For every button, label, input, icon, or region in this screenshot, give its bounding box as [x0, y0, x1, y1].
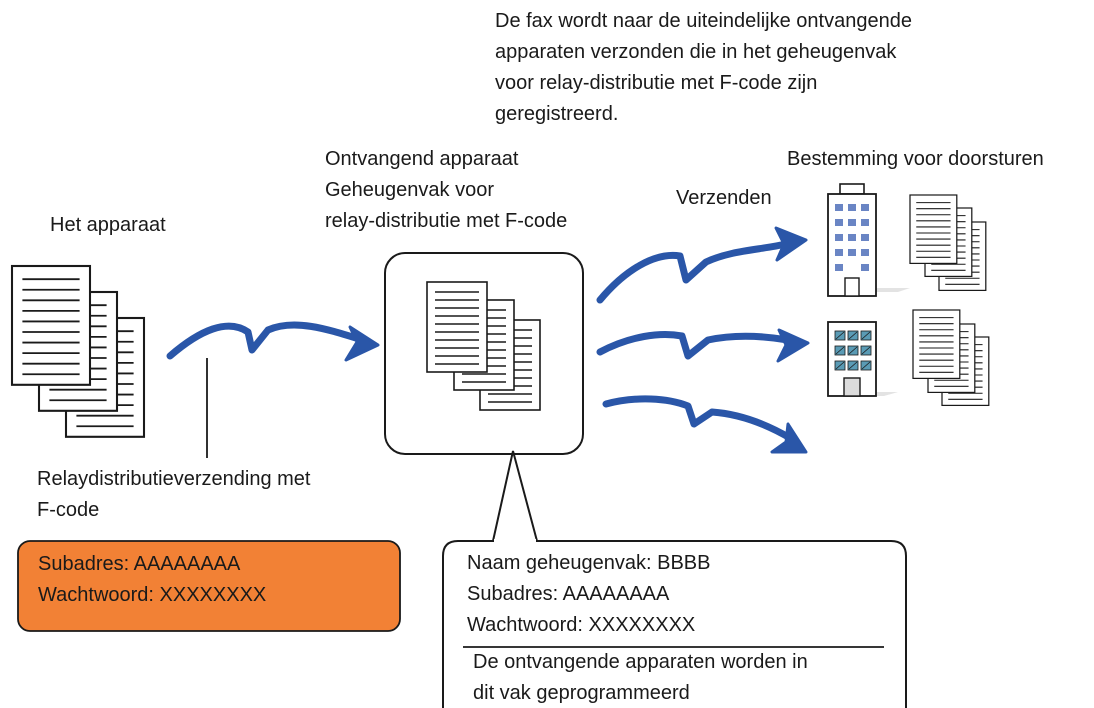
top-note-line-4: geregistreerd.	[495, 103, 619, 125]
orange-info-box	[17, 540, 401, 632]
callout-note: De ontvangende apparaten worden in dit v…	[473, 647, 808, 708]
office-building-icon	[827, 183, 910, 297]
callout-note-line-2: dit vak geprogrammeerd	[473, 682, 690, 704]
original-document-stack-icon	[10, 264, 146, 438]
destination-2-document-stack-icon	[912, 309, 990, 407]
relay-sending-label: Relaydistributieverzending met F-code	[37, 464, 310, 526]
top-note: De fax wordt naar de uiteindelijke ontva…	[495, 6, 912, 130]
callout-pointer	[492, 450, 538, 542]
send-label: Verzenden	[676, 187, 772, 209]
receiving-device-line-1: Ontvangend apparaat	[325, 148, 519, 170]
destination-label: Bestemming voor doorsturen	[787, 148, 1044, 170]
relay-sending-line-1: Relaydistributieverzending met	[37, 468, 311, 490]
arrow-to-destination-1	[596, 226, 808, 304]
orange-box-subaddress: Subadres: AAAAAAAA	[38, 553, 241, 575]
callout-password: Wachtwoord: XXXXXXXX	[467, 614, 696, 636]
top-note-line-3: voor relay-distributie met F-code zijn	[495, 72, 818, 94]
receiving-device-line-3: relay-distributie met F-code	[325, 210, 568, 232]
receiving-device-label: Ontvangend apparaat Geheugenvak voor rel…	[325, 144, 567, 237]
relay-sending-line-2: F-code	[37, 499, 100, 521]
orange-box-text: Subadres: AAAAAAAA Wachtwoord: XXXXXXXX	[38, 549, 266, 611]
arrow-to-memory-box	[166, 321, 380, 362]
callout-subaddress: Subadres: AAAAAAAA	[467, 583, 670, 605]
arrow-to-destination-3	[602, 395, 808, 454]
this-device-label: Het apparaat	[50, 214, 166, 236]
callout-box-frame	[442, 540, 907, 708]
callout-fields: Naam geheugenvak: BBBB Subadres: AAAAAAA…	[467, 548, 711, 641]
destination-1-document-stack-icon	[909, 194, 987, 292]
top-note-line-1: De fax wordt naar de uiteindelijke ontva…	[495, 10, 912, 32]
callout-box-name: Naam geheugenvak: BBBB	[467, 552, 711, 574]
top-note-line-2: apparaten verzonden die in het geheugenv…	[495, 41, 897, 63]
receiving-device-line-2: Geheugenvak voor	[325, 179, 495, 201]
apartment-building-icon	[827, 321, 898, 397]
arrow-to-destination-2	[596, 328, 810, 363]
orange-box-password: Wachtwoord: XXXXXXXX	[38, 584, 267, 606]
callout-note-line-1: De ontvangende apparaten worden in	[473, 651, 808, 673]
